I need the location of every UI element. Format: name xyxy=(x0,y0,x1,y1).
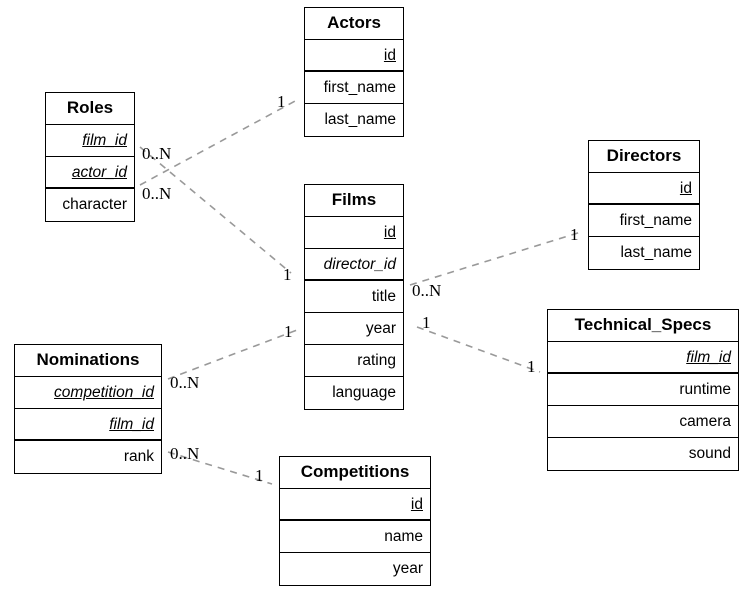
attribute-label: character xyxy=(62,196,127,213)
attribute-label: sound xyxy=(688,445,731,462)
attribute-competitions-name[interactable]: name xyxy=(280,521,430,553)
relationship-line-roles-actor_id-actors xyxy=(139,99,298,186)
cardinality-label-roles-film_id-films-to: 1 xyxy=(283,265,292,284)
attribute-films-director_id[interactable]: director_id xyxy=(305,249,403,281)
attribute-label: rating xyxy=(357,352,396,369)
relationship-line-nominations-film_id-films xyxy=(167,329,298,380)
attribute-directors-first_name[interactable]: first_name xyxy=(589,205,699,237)
attribute-actors-id[interactable]: id xyxy=(305,40,403,72)
attribute-technical_specs-runtime[interactable]: runtime xyxy=(548,374,738,406)
attribute-label: language xyxy=(332,384,396,401)
relationship-line-roles-film_id-films xyxy=(139,146,292,274)
relationship-line-films-technical_specs xyxy=(416,326,541,373)
attribute-films-year[interactable]: year xyxy=(305,313,403,345)
attribute-technical_specs-sound[interactable]: sound xyxy=(548,438,738,470)
attribute-actors-first_name[interactable]: first_name xyxy=(305,72,403,104)
entity-title-directors: Directors xyxy=(589,141,699,173)
cardinality-label-roles-actor_id-actors-to: 1 xyxy=(277,92,286,111)
attribute-label: runtime xyxy=(679,381,731,398)
attribute-films-language[interactable]: language xyxy=(305,377,403,409)
attribute-label: competition_id xyxy=(54,384,154,401)
entity-directors[interactable]: Directors id first_name last_name xyxy=(588,140,700,270)
attribute-directors-last_name[interactable]: last_name xyxy=(589,237,699,269)
entity-title-nominations: Nominations xyxy=(15,345,161,377)
attribute-nominations-film_id[interactable]: film_id xyxy=(15,409,161,441)
attribute-label: first_name xyxy=(619,212,692,229)
attribute-label: rank xyxy=(123,448,154,465)
attribute-label: name xyxy=(384,528,423,545)
cardinality-label-films-technical_specs-from: 1 xyxy=(422,313,431,332)
attribute-label: director_id xyxy=(323,256,396,273)
attribute-actors-last_name[interactable]: last_name xyxy=(305,104,403,136)
attribute-roles-actor_id[interactable]: actor_id xyxy=(46,157,134,189)
attribute-roles-character[interactable]: character xyxy=(46,189,134,221)
entity-actors[interactable]: Actors id first_name last_name xyxy=(304,7,404,137)
cardinality-label-nominations-film_id-films-to: 1 xyxy=(284,322,293,341)
entity-roles[interactable]: Roles film_id actor_id character xyxy=(45,92,135,222)
relationship-line-films-director_id-directors xyxy=(409,231,582,286)
attribute-nominations-rank[interactable]: rank xyxy=(15,441,161,473)
entity-title-competitions: Competitions xyxy=(280,457,430,489)
attribute-label: first_name xyxy=(323,79,396,96)
entity-competitions[interactable]: Competitions id name year xyxy=(279,456,431,586)
attribute-label: year xyxy=(392,560,423,577)
attribute-label: camera xyxy=(679,413,731,430)
cardinality-label-films-director_id-directors-to: 1 xyxy=(570,225,579,244)
cardinality-label-nominations-competition_id-competitions-from: 0..N xyxy=(170,444,200,463)
entity-title-actors: Actors xyxy=(305,8,403,40)
attribute-directors-id[interactable]: id xyxy=(589,173,699,205)
cardinality-label-nominations-film_id-films-from: 0..N xyxy=(170,373,200,392)
attribute-label: film_id xyxy=(109,416,154,433)
attribute-label: film_id xyxy=(686,349,731,366)
attribute-label: id xyxy=(410,496,423,513)
attribute-technical_specs-film_id[interactable]: film_id xyxy=(548,342,738,374)
attribute-films-rating[interactable]: rating xyxy=(305,345,403,377)
entity-title-technical_specs: Technical_Specs xyxy=(548,310,738,342)
cardinality-label-nominations-competition_id-competitions-to: 1 xyxy=(255,466,264,485)
attribute-label: film_id xyxy=(82,132,127,149)
attribute-competitions-id[interactable]: id xyxy=(280,489,430,521)
attribute-films-title[interactable]: title xyxy=(305,281,403,313)
attribute-nominations-competition_id[interactable]: competition_id xyxy=(15,377,161,409)
attribute-label: title xyxy=(371,288,396,305)
attribute-competitions-year[interactable]: year xyxy=(280,553,430,585)
attribute-label: last_name xyxy=(324,111,396,128)
attribute-technical_specs-camera[interactable]: camera xyxy=(548,406,738,438)
cardinality-label-roles-actor_id-actors-from: 0..N xyxy=(142,184,172,203)
attribute-label: id xyxy=(383,224,396,241)
attribute-films-id[interactable]: id xyxy=(305,217,403,249)
attribute-label: last_name xyxy=(620,244,692,261)
entity-title-roles: Roles xyxy=(46,93,134,125)
attribute-roles-film_id[interactable]: film_id xyxy=(46,125,134,157)
attribute-label: id xyxy=(679,180,692,197)
cardinality-label-films-director_id-directors-from: 0..N xyxy=(412,281,442,300)
attribute-label: year xyxy=(365,320,396,337)
cardinality-label-roles-film_id-films-from: 0..N xyxy=(142,144,172,163)
attribute-label: actor_id xyxy=(71,164,127,181)
entity-title-films: Films xyxy=(305,185,403,217)
cardinality-label-films-technical_specs-to: 1 xyxy=(527,357,536,376)
attribute-label: id xyxy=(383,47,396,64)
